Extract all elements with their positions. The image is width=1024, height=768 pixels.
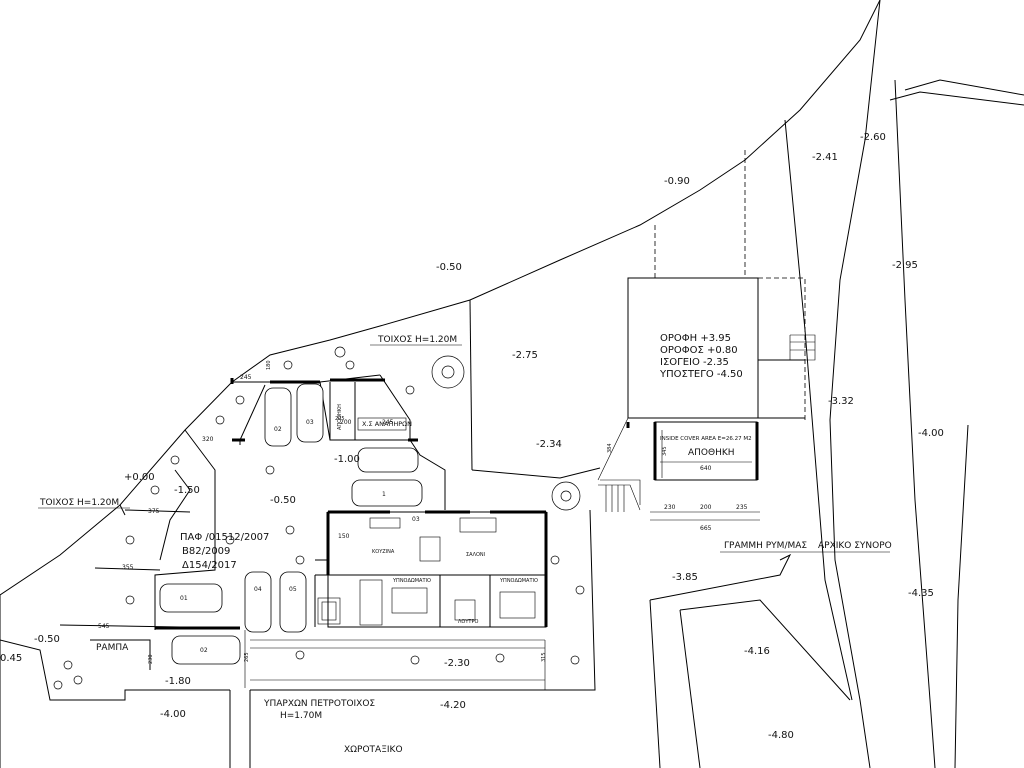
- parking-number: 02: [200, 647, 208, 654]
- elevation-label: -0.90: [664, 176, 690, 187]
- bedroom-label: ΥΠΝΟΔΩΜΑΤΙΟ: [499, 578, 538, 584]
- dimension-label: 150: [338, 533, 350, 540]
- elevation-label: 0.45: [0, 653, 22, 664]
- dimension-label: 545: [98, 623, 110, 630]
- dimension-label: 665: [700, 525, 712, 532]
- elevation-label: -4.00: [160, 709, 186, 720]
- permit-line-2: Β82/2009: [182, 546, 230, 557]
- bedroom-label: ΥΠΝΟΔΩΜΑΤΙΟ: [392, 578, 431, 584]
- elevation-label: -2.75: [512, 350, 538, 361]
- elevation-label: -1.50: [174, 485, 200, 496]
- parking-number: 1: [382, 491, 386, 498]
- wall-label-top: ΤΟΙΧΟΣ Η=1.20Μ: [377, 335, 457, 345]
- storage-label: ΑΠΟΘΗΚΗ: [688, 448, 735, 458]
- dimension-label: 235: [736, 504, 748, 511]
- parking-number: 03: [306, 419, 314, 426]
- parking-number: 05: [289, 586, 297, 593]
- accessible-wc-label: Χ.Σ ΑΝΑΠΗΡΩΝ: [362, 420, 412, 428]
- level-ground: ΙΣΟΓΕΙΟ -2.35: [660, 357, 729, 368]
- original-boundary-label: ΑΡΧΙΚΟ ΣΥΝΟΡΟ: [818, 541, 892, 551]
- elevation-label: -3.85: [672, 572, 698, 583]
- zoning-line-label: ΓΡΑΜΜΗ ΡΥΜ/ΜΑΣ: [724, 541, 807, 551]
- elevation-label: -3.32: [828, 396, 854, 407]
- parking-number: 03: [412, 516, 420, 523]
- living-room-label: ΣΑΛΟΝΙ: [466, 552, 485, 558]
- elevation-label: -1.80: [165, 676, 191, 687]
- elevation-label: -2.34: [536, 439, 562, 450]
- elevation-label: -4.20: [440, 700, 466, 711]
- permit-line-1: ΠΑΦ /01512/2007: [180, 532, 269, 543]
- dimension-label: 180: [266, 360, 272, 370]
- elevation-label: -0.50: [34, 634, 60, 645]
- elevation-label: -1.00: [334, 454, 360, 465]
- wall-label-left: ΤΟΙΧΟΣ Η=1.20Μ: [39, 498, 119, 508]
- dimension-label: 205: [335, 416, 345, 422]
- elevation-label: -2.60: [860, 132, 886, 143]
- plan-title: ΧΩΡΟΤΑΞΙΚΟ: [344, 745, 403, 755]
- elevation-label: -4.35: [908, 588, 934, 599]
- parked-cars: [159, 383, 423, 665]
- parking-and-house: [59, 374, 548, 690]
- dimension-label: 640: [700, 465, 712, 472]
- dimension-label: 230: [148, 654, 154, 664]
- elevation-label: -2.41: [812, 152, 838, 163]
- level-floor: ΟΡΟΦΟΣ +0.80: [660, 345, 738, 356]
- dimension-label: 265: [244, 652, 250, 662]
- trees: [53, 346, 585, 690]
- dimension-label: 315: [541, 652, 547, 662]
- dimension-label: 245: [382, 419, 394, 426]
- elevation-label: -0.50: [436, 262, 462, 273]
- elevation-label: +0.00: [124, 472, 155, 483]
- parking-number: 04: [254, 586, 262, 593]
- dimension-label: 200: [340, 419, 352, 426]
- level-basement: ΥΠΟΣΤΕΓΟ -4.50: [659, 369, 743, 380]
- storage-building: [597, 150, 816, 521]
- elevation-label: -4.00: [918, 428, 944, 439]
- dimension-label: 384: [607, 443, 613, 453]
- parking-number: 02: [274, 426, 282, 433]
- dimension-label: 200: [700, 504, 712, 511]
- ramp-label: ΡΑΜΠΑ: [96, 643, 129, 653]
- small-storage-label: ΑΠΟΘΗΚΗ: [337, 404, 343, 430]
- level-roof: ΟΡΟΦΗ +3.95: [660, 333, 731, 344]
- stone-wall-label: ΥΠΑΡΧΩΝ ΠΕΤΡΟΤΟΙΧΟΣ: [263, 699, 375, 709]
- dimension-label: 355: [122, 564, 134, 571]
- permit-line-3: Δ154/2017: [182, 560, 237, 571]
- dimension-label: 375: [148, 508, 160, 515]
- kitchen-label: ΚΟΥΖΙΝΑ: [372, 549, 395, 555]
- parking-number: 01: [180, 595, 188, 602]
- dimension-label: 320: [202, 436, 214, 443]
- elevation-label: -2.95: [892, 260, 918, 271]
- bathroom-label: ΛΟΥΤΡΟ: [458, 619, 478, 625]
- dimension-label: 245: [240, 374, 252, 381]
- cover-area-label: INSIDE COVER AREA E=26.27 M2: [660, 436, 752, 442]
- dimension-label: 230: [664, 504, 676, 511]
- elevation-label: -2.30: [444, 658, 470, 669]
- elevation-label: -0.50: [270, 495, 296, 506]
- elevation-label: -4.80: [768, 730, 794, 741]
- stone-wall-height-label: Η=1.70Μ: [280, 711, 322, 721]
- dimension-label: 345: [662, 446, 668, 456]
- elevation-label: -4.16: [744, 646, 770, 657]
- annotations: -0.90 -2.41 -2.60 -0.50 -2.95 -2.75 -3.3…: [0, 132, 944, 755]
